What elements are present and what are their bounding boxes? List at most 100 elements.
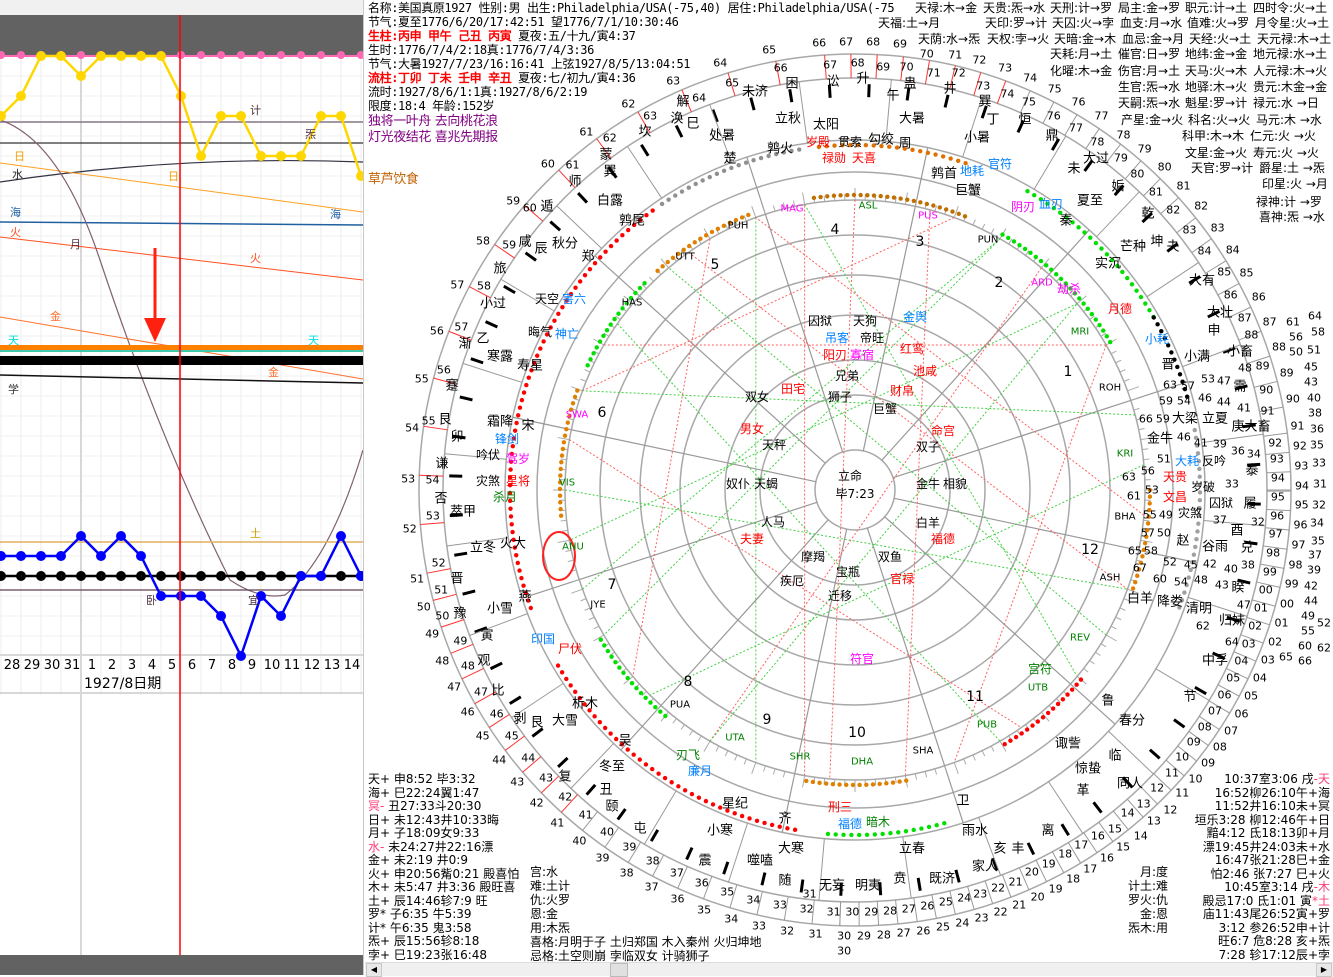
degree-scale-tick bbox=[593, 635, 603, 641]
blue-series-point[interactable] bbox=[36, 551, 46, 561]
yellow-series-point[interactable] bbox=[276, 151, 286, 161]
degree-scale-tick bbox=[589, 617, 594, 620]
degree-number: 88 bbox=[1272, 342, 1286, 355]
planet-arc-dot bbox=[560, 670, 564, 674]
outer-label: 降娄 bbox=[1157, 596, 1183, 611]
degree-scale-tick bbox=[698, 736, 701, 741]
degree-number: 03 bbox=[1261, 655, 1275, 668]
yellow-series-point[interactable] bbox=[36, 51, 46, 61]
mansion-code: ROH bbox=[1099, 382, 1121, 394]
star-label: 月德 bbox=[1108, 303, 1132, 317]
yellow-series-point[interactable] bbox=[156, 51, 166, 61]
outer-label: 大暑 bbox=[899, 113, 925, 128]
degree-scale-tick bbox=[571, 589, 582, 593]
outer-label: 寅 bbox=[480, 630, 493, 645]
timeline-chart[interactable] bbox=[0, 0, 363, 975]
horizontal-scrollbar[interactable]: ◀ ▶ bbox=[365, 962, 1333, 976]
yellow-series-point[interactable] bbox=[196, 151, 206, 161]
degree-number: 31 bbox=[827, 906, 841, 919]
yellow-series-point[interactable] bbox=[116, 51, 126, 61]
yellow-series-point[interactable] bbox=[296, 151, 306, 161]
blue-series-point[interactable] bbox=[176, 591, 186, 601]
degree-scale-tick bbox=[604, 333, 609, 336]
yellow-series-point[interactable] bbox=[56, 51, 66, 61]
yellow-series-point[interactable] bbox=[96, 51, 106, 61]
degree-number: 35 bbox=[720, 887, 734, 900]
planet-arc-dot bbox=[884, 781, 888, 785]
planet-arc-dot bbox=[1003, 742, 1007, 746]
flow-planet-position: 16:52柳26:10午 bbox=[1215, 786, 1308, 800]
yellow-series-point[interactable] bbox=[316, 111, 326, 121]
star-relation: 血支:月→水 bbox=[1120, 17, 1182, 30]
degree-scale-tick bbox=[561, 459, 567, 460]
hexagram-marker bbox=[454, 553, 467, 555]
blue-series-point[interactable] bbox=[56, 551, 66, 561]
blue-series-point[interactable] bbox=[156, 591, 166, 601]
mansion-spoke bbox=[1202, 434, 1263, 442]
flow-planet-row: 11:52井16:10未+冥 bbox=[1215, 800, 1330, 813]
mansion-code: ASL bbox=[859, 200, 878, 212]
planet-arc-dot bbox=[1061, 697, 1065, 701]
degree-number: 13 bbox=[1147, 816, 1161, 829]
planet-arc-dot bbox=[1079, 677, 1083, 681]
yellow-series-point[interactable] bbox=[76, 71, 86, 81]
relation-item: 仇:火罗 bbox=[530, 894, 570, 907]
blue-series-point[interactable] bbox=[116, 531, 126, 541]
degree-number: 82 bbox=[1194, 201, 1208, 214]
yellow-series-point[interactable] bbox=[136, 51, 146, 61]
degree-number: 89 bbox=[1256, 360, 1270, 373]
blue-series-point[interactable] bbox=[0, 551, 6, 561]
yellow-series-point[interactable] bbox=[236, 111, 246, 121]
hexagram-marker bbox=[956, 870, 959, 883]
mansion-code: UTB bbox=[1028, 682, 1048, 694]
outer-label: 蹇 bbox=[445, 380, 458, 395]
degree-number: 41 bbox=[1237, 403, 1251, 416]
planet-arc-dot bbox=[1006, 236, 1010, 240]
flow-planet-position: 垣乐3:28 柳12:46午 bbox=[1195, 813, 1308, 827]
planet-symbol: 天+ bbox=[368, 772, 390, 786]
relation-item: 罗火:仇 bbox=[1128, 894, 1168, 907]
degree-number: 40 bbox=[572, 836, 586, 849]
blue-series-point[interactable] bbox=[96, 551, 106, 561]
planet-arc-dot bbox=[880, 832, 884, 836]
planet-arc-dot bbox=[927, 825, 931, 829]
blue-series-point[interactable] bbox=[76, 531, 86, 541]
blue-series-point[interactable] bbox=[356, 571, 363, 581]
blue-series-point[interactable] bbox=[196, 591, 206, 601]
outer-label: 讼 bbox=[826, 76, 839, 91]
yellow-series-point[interactable] bbox=[336, 111, 346, 121]
star-label: 星将 bbox=[506, 475, 530, 489]
star-label: 禄勋 bbox=[822, 152, 846, 166]
yellow-series-point[interactable] bbox=[176, 91, 186, 101]
outer-label: 蒙 bbox=[599, 149, 612, 164]
blue-series-point[interactable] bbox=[296, 571, 306, 581]
flow-planet-symbol: +炁 bbox=[1308, 934, 1330, 948]
planet-arc-dot bbox=[518, 406, 522, 410]
degree-number: 61 bbox=[579, 126, 593, 139]
outer-label: 鲁 bbox=[1101, 695, 1114, 710]
blue-series-point[interactable] bbox=[216, 611, 226, 621]
day-label: 3 bbox=[122, 658, 142, 673]
planet-arc-dot bbox=[885, 195, 889, 199]
planet-arc-dot bbox=[620, 233, 624, 237]
blue-series-point[interactable] bbox=[276, 611, 286, 621]
star-relation: 产星:金→火 bbox=[1121, 114, 1183, 127]
blue-series-point[interactable] bbox=[336, 531, 346, 541]
yellow-series-point[interactable] bbox=[216, 111, 226, 121]
yellow-series-point[interactable] bbox=[256, 151, 266, 161]
outer-label: 小雪 bbox=[487, 603, 513, 618]
degree-number: 51 bbox=[410, 574, 424, 587]
planet-arc-dot bbox=[517, 568, 521, 572]
planet-arc-dot bbox=[1074, 683, 1078, 687]
blue-series-point[interactable] bbox=[136, 551, 146, 561]
blue-series-point[interactable] bbox=[16, 551, 26, 561]
outer-label: 寒露 bbox=[487, 351, 513, 366]
yellow-series-point[interactable] bbox=[356, 171, 363, 181]
degree-scale-tick bbox=[716, 746, 719, 751]
degree-number: 00 bbox=[1280, 598, 1294, 611]
degree-scale-tick bbox=[945, 208, 947, 214]
blue-series-point[interactable] bbox=[316, 571, 326, 581]
degree-scale-tick bbox=[905, 193, 907, 205]
outer-label: 师 bbox=[568, 176, 581, 191]
yellow-series-point[interactable] bbox=[16, 91, 26, 101]
